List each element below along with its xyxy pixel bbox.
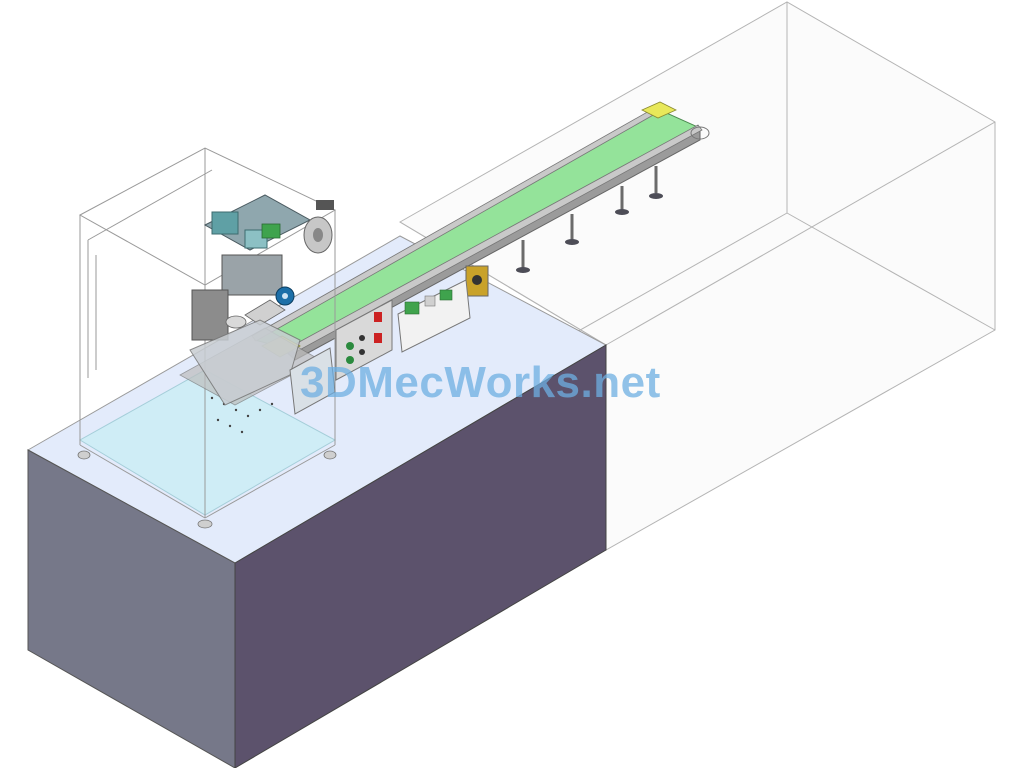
control-panel [335,299,393,381]
motor-icon [472,275,482,285]
conveyor-end-cap [641,101,677,119]
machine-head [189,194,336,415]
button-icon [346,356,354,364]
display-red-2 [374,333,382,343]
output-chute [289,347,336,415]
electronics-case [397,279,471,353]
button-icon [359,335,365,341]
conveyor-supports [521,166,658,268]
display-red-1 [374,312,382,322]
button-icon [346,342,354,350]
conveyor-end-roller [690,126,710,140]
block-right-face [234,344,607,768]
conveyor-feet [516,193,663,273]
button-icon [359,349,365,355]
block-left-face [27,449,236,768]
